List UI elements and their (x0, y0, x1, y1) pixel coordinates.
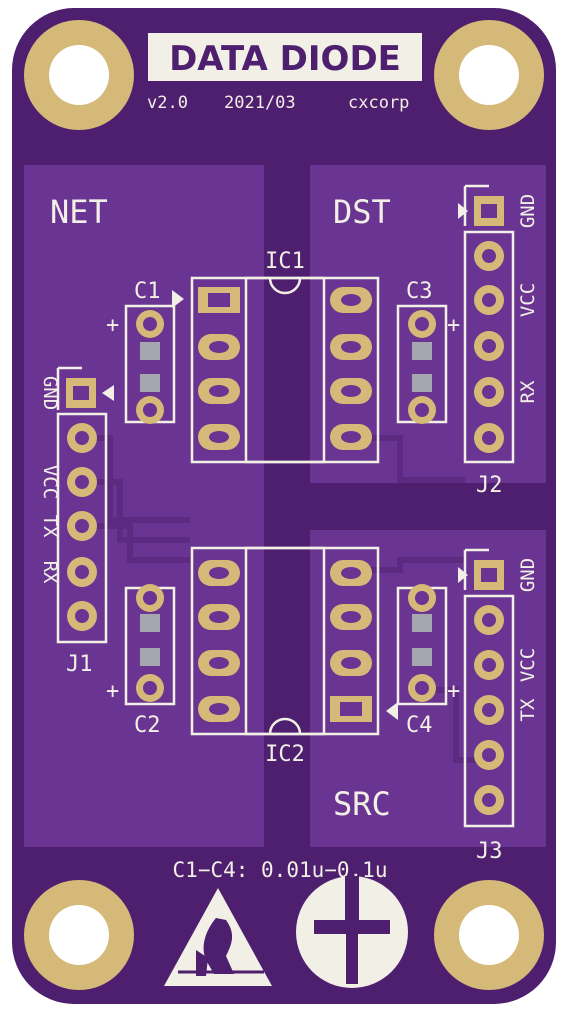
zone-label-src: SRC (333, 785, 391, 823)
cap-c1-label: C1 (134, 279, 161, 304)
cap-c1 (124, 304, 176, 424)
esd-warning-icon (164, 888, 272, 986)
cap-c4 (396, 584, 448, 706)
zone-label-net: NET (50, 193, 108, 231)
cap-c4-plus: + (447, 679, 460, 704)
j1-gnd-label: GND (39, 376, 61, 410)
mounting-hole-top-left (24, 20, 134, 130)
j3-pin1-marker (458, 567, 468, 583)
j3-label: J3 (476, 839, 503, 864)
connector-j3 (463, 548, 515, 828)
j3-tx-label: TX (517, 698, 539, 721)
ic2-pads (198, 560, 372, 722)
board-author: cxcorp (348, 93, 409, 113)
cap-c3 (396, 304, 448, 424)
ic1-label: IC1 (265, 249, 305, 274)
cap-c2-label: C2 (134, 713, 161, 738)
j2-vcc-label: VCC (517, 283, 539, 317)
j1-vcc-label: VCC (39, 465, 61, 499)
j3-gnd-label: GND (517, 558, 539, 592)
cap-c3-plus: + (447, 313, 460, 338)
j1-tx-label: TX (39, 515, 61, 538)
zone-label-dst: DST (333, 193, 391, 231)
j1-rx-label: RX (39, 561, 61, 584)
j2-gnd-label: GND (517, 194, 539, 228)
j2-rx-label: RX (517, 380, 539, 403)
j1-pin1-marker (102, 385, 114, 401)
connector-j1 (56, 366, 108, 644)
j2-label: J2 (476, 473, 503, 498)
board-date: 2021/03 (224, 93, 296, 113)
connector-j2 (463, 184, 515, 464)
ic1-pin1-hole (208, 293, 230, 307)
ic1-pads (198, 287, 372, 450)
mounting-hole-top-right (434, 20, 544, 130)
board-title: DATA DIODE (169, 39, 401, 79)
ic2-label: IC2 (265, 742, 305, 767)
mounting-hole-bottom-right (434, 880, 544, 990)
ic2-footprint (190, 546, 380, 736)
j2-pin1-marker (458, 203, 468, 219)
ic1-footprint (190, 276, 380, 464)
mounting-hole-bottom-left (24, 880, 134, 990)
cap-c2 (124, 584, 176, 706)
ic2-pin1-marker (386, 702, 398, 720)
diode-logo-icon (296, 876, 408, 988)
cap-c2-plus: + (106, 679, 119, 704)
cap-c1-plus: + (106, 313, 119, 338)
zone-net (24, 165, 264, 847)
cap-c4-label: C4 (406, 713, 433, 738)
ic1-pin1-marker (172, 290, 184, 308)
board-version: v2.0 (147, 93, 188, 113)
title-box (148, 33, 422, 81)
cap-c3-label: C3 (406, 279, 433, 304)
j3-vcc-label: VCC (517, 648, 539, 682)
j1-label: J1 (66, 652, 93, 677)
